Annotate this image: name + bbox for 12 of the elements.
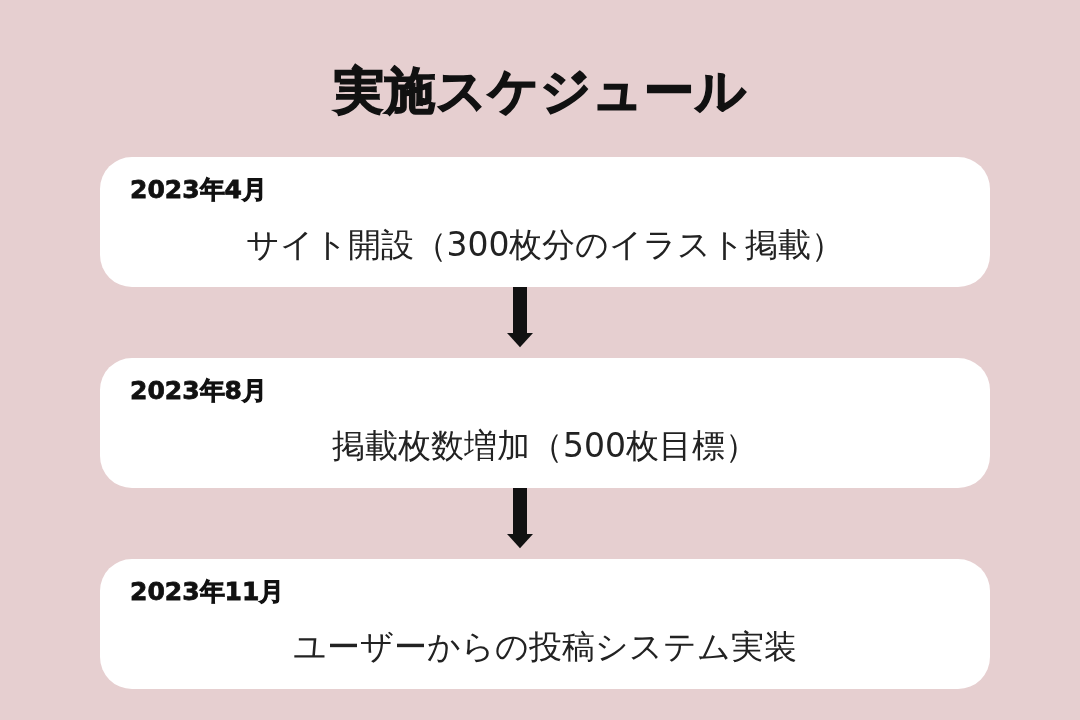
schedule-card [100, 358, 990, 488]
arrow [507, 488, 533, 549]
title: 実施スケジュール [333, 61, 747, 122]
date-label: 2023年8月 [130, 375, 267, 407]
schedule-card [100, 157, 990, 287]
milestone-text: サイト開設（300枚分のイラスト掲載） [245, 224, 845, 266]
milestone-text: 掲載枚数増加（500枚目標） [332, 425, 758, 467]
milestone-text: ユーザーからの投稿システム実装 [293, 626, 797, 668]
schedule-card [100, 559, 990, 689]
arrow [507, 287, 533, 348]
date-label: 2023年4月 [130, 174, 267, 206]
date-label: 2023年11月 [130, 576, 285, 608]
